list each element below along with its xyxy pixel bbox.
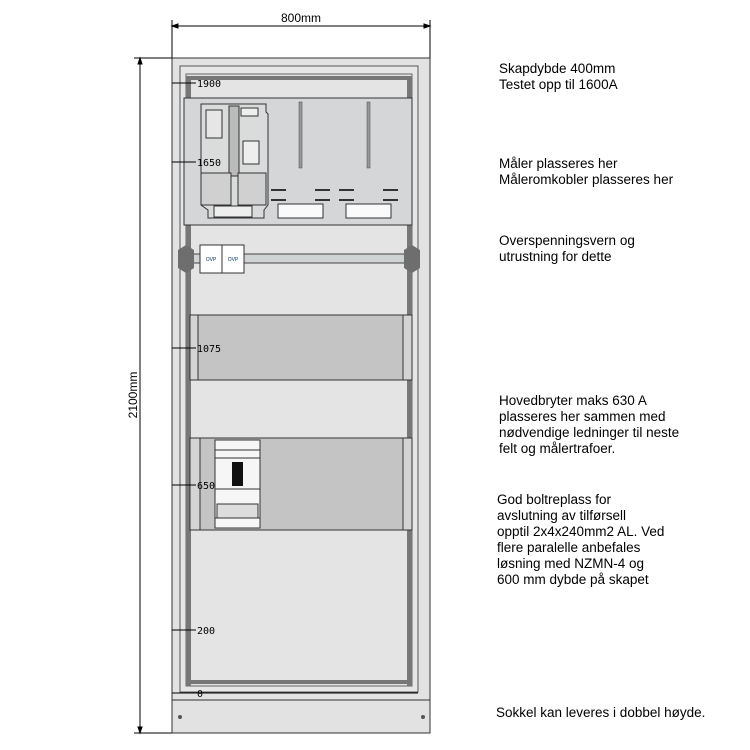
note-main-breaker: Hovedbryter maks 630 A plasseres her sam… xyxy=(499,393,680,456)
level-label: 0 xyxy=(197,689,203,700)
level-label: 200 xyxy=(197,626,215,637)
ovp-section: OVP OVP xyxy=(178,244,420,274)
bottom-rail xyxy=(188,680,410,684)
breaker-panel xyxy=(189,437,413,531)
right-rail xyxy=(407,76,412,686)
note-meter: Måler plasseres her Måleromkobler plasse… xyxy=(499,156,674,187)
level-label: 650 xyxy=(197,481,215,492)
blank-panel xyxy=(189,314,413,381)
left-rail xyxy=(186,76,191,686)
note-depth: Skapdybde 400mm Testet opp til 1600A xyxy=(499,61,618,92)
level-label: 1900 xyxy=(197,79,221,90)
note-surge: Overspenningsvern og utrustning for dett… xyxy=(499,233,635,264)
ovp-module-label: OVP xyxy=(228,257,239,263)
note-plinth: Sokkel kan leveres i dobbel høyde. xyxy=(496,705,706,720)
level-label: 1075 xyxy=(197,344,221,355)
meter-panel xyxy=(183,97,413,226)
top-rail xyxy=(188,76,410,80)
height-label: 2100mm xyxy=(126,372,140,419)
width-dimension xyxy=(170,20,432,58)
note-bolting: God boltreplass for avslutning av tilfør… xyxy=(497,492,665,587)
height-dimension xyxy=(134,56,172,735)
width-label: 800mm xyxy=(281,11,321,25)
ovp-module-label: OVP xyxy=(206,257,217,263)
level-markers xyxy=(172,82,418,694)
plinth xyxy=(171,699,431,734)
level-label: 1650 xyxy=(197,158,221,169)
main-breaker xyxy=(214,439,261,529)
ovp-module xyxy=(221,244,245,274)
